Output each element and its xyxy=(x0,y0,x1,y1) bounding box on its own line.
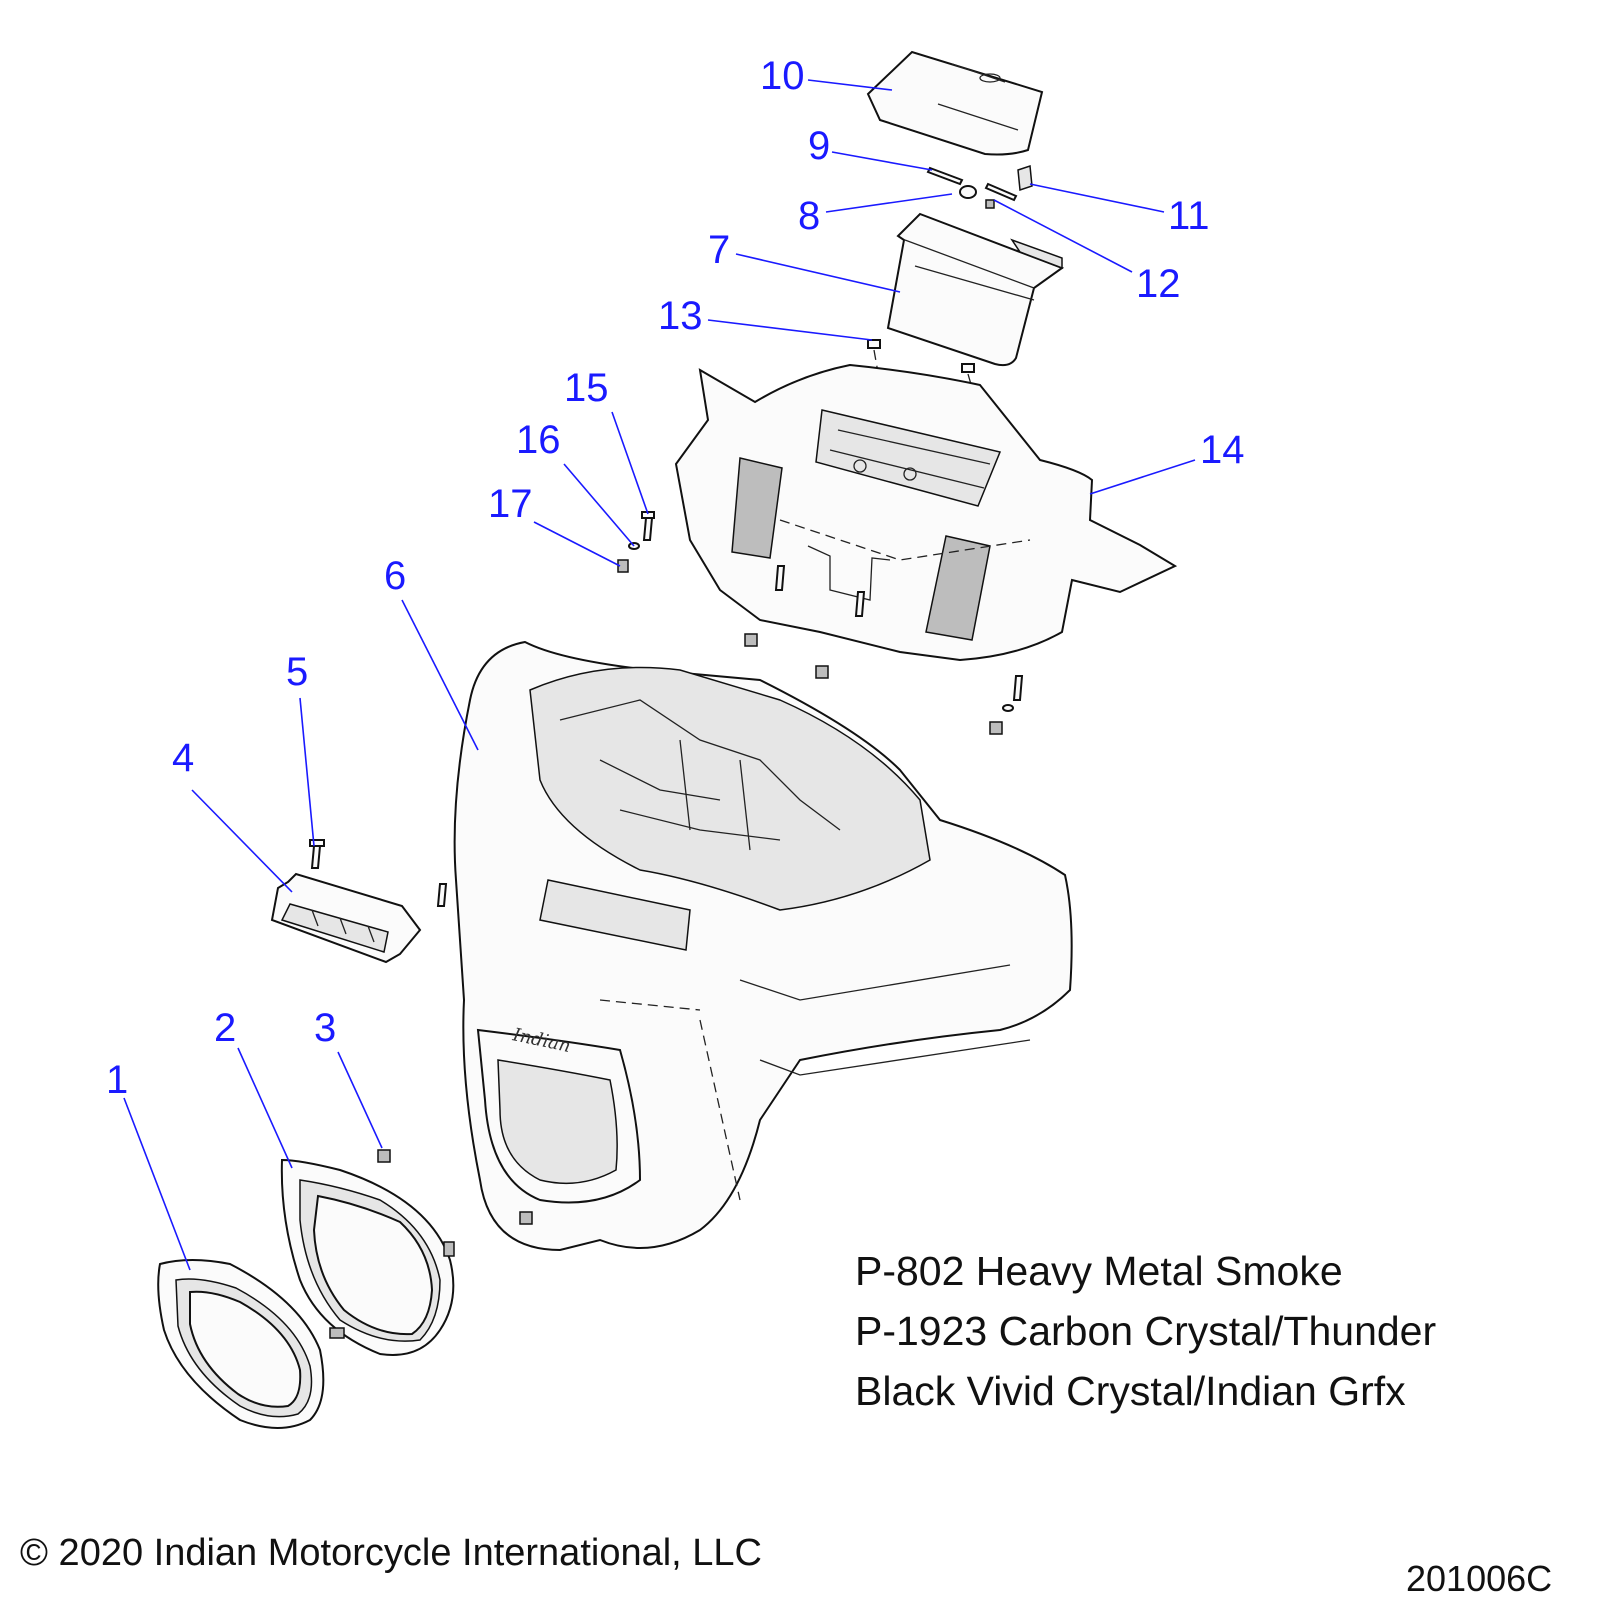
callout-13[interactable]: 13 xyxy=(658,294,703,338)
color-note-3: Black Vivid Crystal/Indian Grfx xyxy=(855,1368,1406,1414)
callout-6[interactable]: 6 xyxy=(384,554,407,598)
part-2-headlight-bucket xyxy=(280,1158,455,1356)
part-12-spring xyxy=(984,182,1018,209)
part-10-glovebox-lid xyxy=(866,50,1044,156)
part-14-inner-fairing xyxy=(674,363,1178,662)
callout-3[interactable]: 3 xyxy=(314,1006,337,1050)
copyright-notice: © 2020 Indian Motorcycle International, … xyxy=(20,1532,762,1574)
part-1-headlight-trim xyxy=(157,1259,345,1429)
part-15-screw xyxy=(641,511,655,541)
part-5-screw xyxy=(309,839,448,907)
part-11-latch xyxy=(1017,164,1033,192)
part-4-vent xyxy=(270,872,422,964)
color-note-1: P-802 Heavy Metal Smoke xyxy=(855,1248,1343,1294)
callout-10[interactable]: 10 xyxy=(760,54,805,98)
callout-7[interactable]: 7 xyxy=(708,228,731,272)
callout-17[interactable]: 17 xyxy=(488,482,533,526)
leader-lines xyxy=(123,79,1196,1271)
lower-hardware xyxy=(744,565,1024,735)
drawing-number: 201006C xyxy=(1406,1558,1553,1599)
color-note-2: P-1923 Carbon Crystal/Thunder xyxy=(855,1308,1437,1354)
part-17-clip xyxy=(617,559,629,573)
callout-1[interactable]: 1 xyxy=(106,1058,129,1102)
part-6-outer-fairing xyxy=(453,640,1073,1252)
callout-12[interactable]: 12 xyxy=(1136,262,1181,306)
part-7-glovebox-bin xyxy=(886,212,1065,367)
callout-11[interactable]: 11 xyxy=(1168,194,1210,238)
part-9-hinge-pin xyxy=(926,166,964,186)
callout-5[interactable]: 5 xyxy=(286,650,309,694)
part-8-bushing xyxy=(959,185,977,199)
callout-8[interactable]: 8 xyxy=(798,194,821,238)
callout-16[interactable]: 16 xyxy=(516,418,561,462)
callout-15[interactable]: 15 xyxy=(564,366,609,410)
callout-9[interactable]: 9 xyxy=(808,124,831,168)
callout-2[interactable]: 2 xyxy=(214,1006,237,1050)
callout-14[interactable]: 14 xyxy=(1200,428,1245,472)
callout-4[interactable]: 4 xyxy=(172,736,195,780)
part-3-clip xyxy=(377,1149,533,1225)
